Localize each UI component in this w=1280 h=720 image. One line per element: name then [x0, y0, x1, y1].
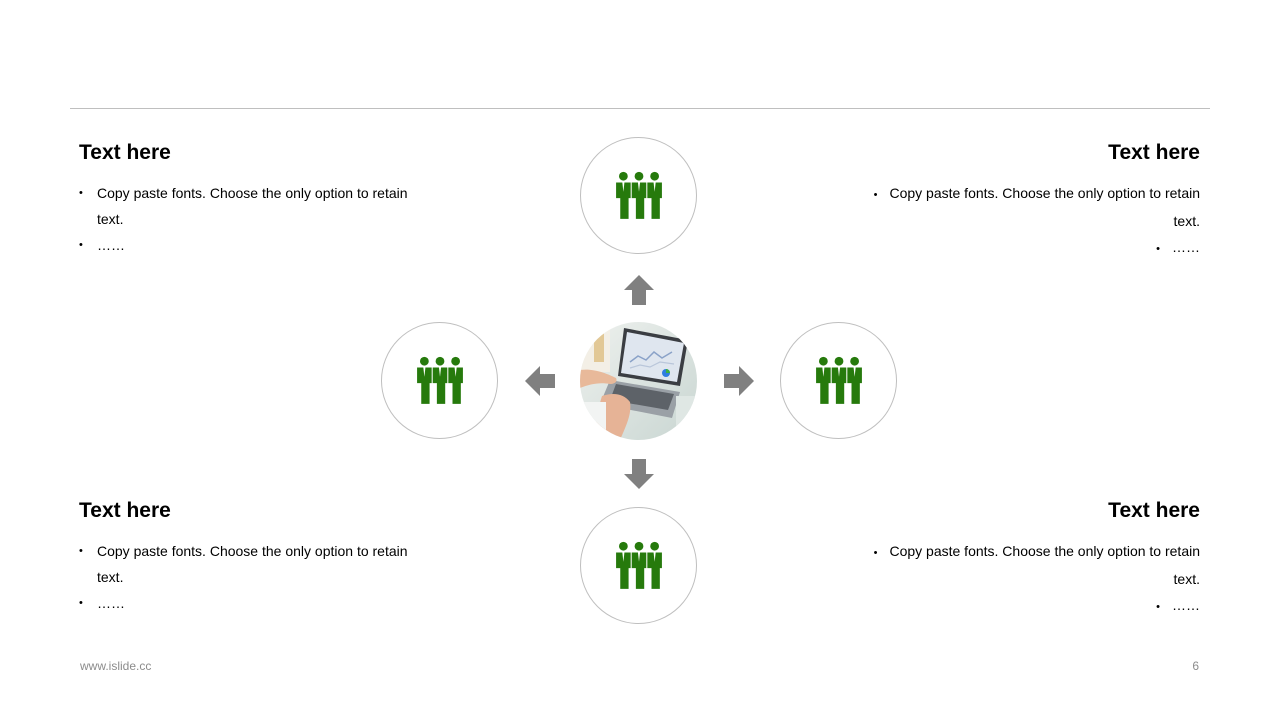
people-group-icon — [615, 541, 662, 589]
arrow-up-icon — [624, 275, 654, 305]
people-group-icon — [416, 356, 463, 404]
bullet-text: Copy paste fonts. Choose the only option… — [889, 543, 1200, 587]
bullet-dot: • — [873, 547, 878, 559]
arrow-left-icon — [525, 366, 555, 396]
bullet-dot: • — [1156, 243, 1160, 255]
bullet-item: • Copy paste fonts. Choose the only optio… — [855, 538, 1200, 592]
bullet-item: • …… — [855, 592, 1200, 620]
block-title: Text here — [79, 499, 171, 522]
text-block-bottom-right: Text here • Copy paste fonts. Choose the … — [855, 498, 1200, 620]
laptop-photo-illustration — [580, 322, 697, 440]
bullet-list: • Copy paste fonts. Choose the only optio… — [855, 180, 1200, 262]
block-title: Text here — [1108, 499, 1200, 522]
text-block-bottom-left: Text here Copy paste fonts. Choose the o… — [79, 498, 424, 616]
bullet-item: • Copy paste fonts. Choose the only optio… — [855, 180, 1200, 234]
bullet-item: Copy paste fonts. Choose the only option… — [79, 538, 424, 590]
text-block-top-right: Text here • Copy paste fonts. Choose the … — [855, 140, 1200, 262]
bullet-dot: • — [1156, 601, 1160, 613]
bullet-list: Copy paste fonts. Choose the only option… — [79, 538, 424, 616]
text-block-top-left: Text here Copy paste fonts. Choose the o… — [79, 140, 424, 258]
bullet-item: …… — [79, 232, 424, 258]
bullet-text: …… — [1172, 597, 1200, 613]
bullet-text: …… — [1172, 239, 1200, 255]
circle-bottom — [580, 507, 697, 624]
bullet-item: …… — [79, 590, 424, 616]
bullet-text: Copy paste fonts. Choose the only option… — [889, 185, 1200, 229]
circle-top — [580, 137, 697, 254]
bullet-item: Copy paste fonts. Choose the only option… — [79, 180, 424, 232]
bullet-dot: • — [873, 189, 878, 201]
bullet-item: • …… — [855, 234, 1200, 262]
arrow-down-icon — [624, 459, 654, 489]
laptop-photo — [580, 322, 697, 440]
arrow-right-icon — [724, 366, 754, 396]
header-divider — [70, 108, 1210, 109]
circle-right — [780, 322, 897, 439]
people-group-icon — [815, 356, 862, 404]
circle-left — [381, 322, 498, 439]
people-group-icon — [615, 171, 662, 219]
block-title: Text here — [79, 141, 171, 164]
footer-url: www.islide.cc — [80, 659, 152, 673]
bullet-list: • Copy paste fonts. Choose the only optio… — [855, 538, 1200, 620]
bullet-list: Copy paste fonts. Choose the only option… — [79, 180, 424, 258]
block-title: Text here — [1108, 141, 1200, 164]
page-number: 6 — [1192, 659, 1199, 673]
